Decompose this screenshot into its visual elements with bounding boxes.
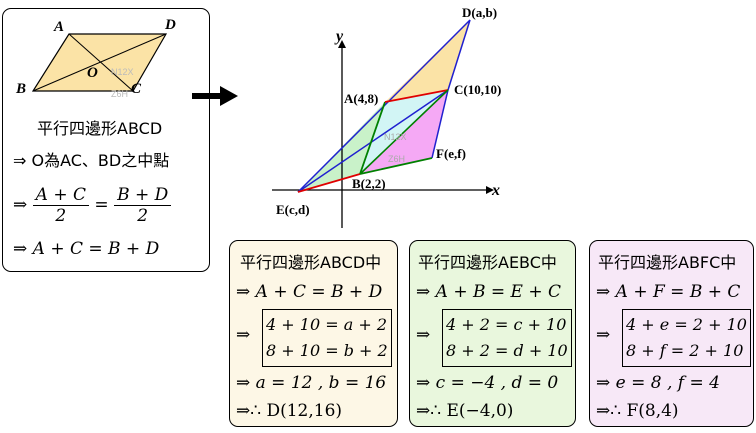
card-line3: ⇒ a = 12 , b = 16 [236,373,387,393]
card-abcd: 平行四邊形ABCD中 ⇒ A + C = B + D ⇒ 4 + 10 = a … [229,240,398,427]
line-ab [359,101,386,175]
line-bf [359,157,433,175]
label-a: A(4,8) [344,91,379,106]
label-d: D(a,b) [462,5,498,20]
diagonal-bd [32,33,167,92]
point-c-label: C [131,81,142,97]
y-axis-label: y [336,28,344,45]
point-a-label: A [54,19,65,35]
card-line4: ⇒∴ D(12,16) [236,401,343,421]
left-summary-panel: N12X Z6H A D B C O 平行四邊形ABCD ⇒ O為AC、BD之中… [2,8,210,272]
card-line1: ⇒ A + F = B + C [596,282,741,302]
card-title: 平行四邊形ABFC中 [598,253,737,272]
card-line1: ⇒ A + B = E + C [416,282,561,302]
coordinate-graph: N12X Z6H [272,19,494,228]
card-line3: ⇒ e = 8 , f = 4 [596,373,720,393]
svg-text:N12X: N12X [384,132,407,142]
card-line1: ⇒ A + C = B + D [236,282,383,302]
card-line4: ⇒∴ E(−4,0) [416,401,514,421]
point-o-label: O [87,65,98,81]
card-line3: ⇒ c = −4 , d = 0 [416,373,559,393]
card-title: 平行四邊形AEBC中 [418,253,557,272]
parallelogram-figure: N12X Z6H [31,33,168,99]
diagonal-ac [68,33,134,92]
label-e: E(c,d) [276,202,310,217]
point-b-label: B [16,81,27,97]
line-bc [359,89,449,175]
line-dc [447,19,471,91]
label-f: F(e,f) [436,146,466,161]
line-cf [431,89,449,159]
left-line1: ⇒ O為AC、BD之中點 [13,151,170,170]
right-arrow-icon [192,86,238,106]
svg-text:Z6H: Z6H [111,89,128,99]
point-d-label: D [165,17,176,33]
left-line3: ⇒ A + C = B + D [13,239,160,259]
card-title: 平行四邊形ABCD中 [240,253,382,272]
x-axis-label: x [492,182,500,199]
left-title: 平行四邊形ABCD [37,119,163,138]
card-abfc: 平行四邊形ABFC中 ⇒ A + F = B + C ⇒ 4 + e = 2 +… [589,240,754,427]
watermark: N12X [111,67,134,77]
label-c: C(10,10) [454,82,502,97]
line-ec [297,89,449,193]
label-b: B(2,2) [352,176,386,191]
card-aebc: 平行四邊形AEBC中 ⇒ A + B = E + C ⇒ 4 + 2 = c +… [409,240,576,427]
line-ac [384,89,449,103]
card-line4: ⇒∴ F(8,4) [596,401,679,421]
svg-text:Z6H: Z6H [388,154,405,164]
line-eb [297,173,361,193]
